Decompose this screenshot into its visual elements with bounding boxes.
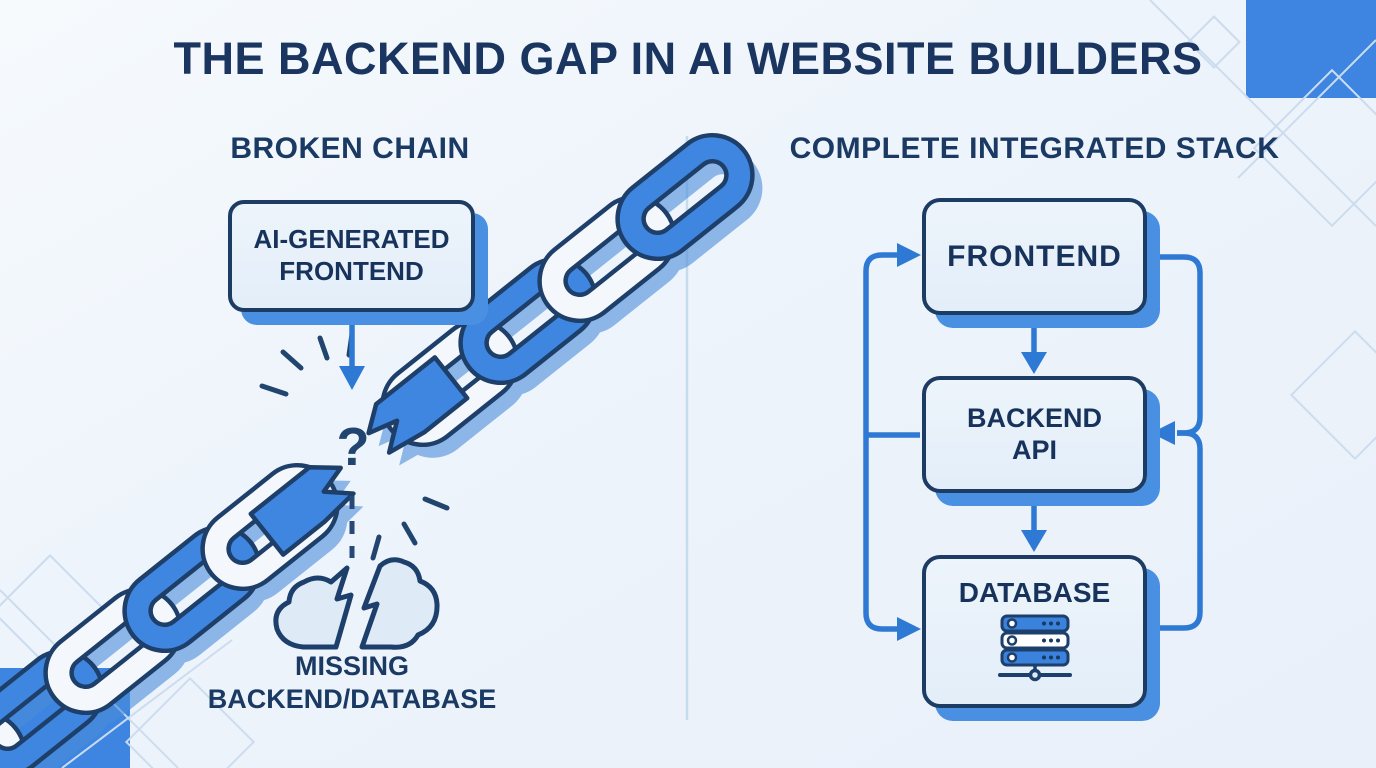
server-stack-icon xyxy=(997,614,1072,682)
burst-line xyxy=(317,335,330,361)
chain-link xyxy=(0,710,27,768)
server-dot xyxy=(1055,638,1060,643)
deco-line xyxy=(1237,39,1376,179)
frontend-node-label: FRONTEND xyxy=(947,239,1122,273)
arrow-head-right-frontend xyxy=(897,243,921,267)
backend-api-label: BACKEND API xyxy=(967,403,1102,467)
chain-torn-end-upper xyxy=(366,355,470,455)
server-dot xyxy=(1048,638,1053,643)
ai-generated-frontend-box: AI-GENERATED FRONTEND xyxy=(228,200,475,312)
stack-flow-lines xyxy=(863,243,1203,641)
caption-line: BACKEND/DATABASE xyxy=(207,684,497,715)
left-loop-line xyxy=(863,252,899,632)
database-node: DATABASE xyxy=(922,555,1147,708)
server-led xyxy=(1006,652,1017,663)
left-panel-heading: BROKEN CHAIN xyxy=(230,132,470,165)
server-dot xyxy=(1041,638,1046,643)
label-line: BACKEND xyxy=(967,402,1102,433)
arrow-head-down xyxy=(339,366,365,390)
deco-diamond xyxy=(1187,15,1241,69)
server-bar xyxy=(1000,614,1069,633)
server-bar xyxy=(1000,631,1069,650)
frontend-node: FRONTEND xyxy=(922,198,1147,315)
cloud-left-half xyxy=(273,565,354,650)
burst-line xyxy=(422,496,450,511)
chain-torn-end-lower xyxy=(248,464,356,557)
deco-line xyxy=(61,639,233,768)
server-dot xyxy=(1055,621,1060,626)
deco-diamond xyxy=(1252,68,1376,228)
label-line: AI-GENERATED xyxy=(253,224,450,255)
server-node-circle xyxy=(1028,668,1041,682)
broken-cloud-icon xyxy=(273,557,440,650)
burst-line xyxy=(401,521,418,546)
server-dot xyxy=(1048,621,1053,626)
caption-line: MISSING xyxy=(294,651,409,681)
question-mark-symbol: ? xyxy=(336,417,370,477)
server-dot xyxy=(1041,655,1046,660)
label-line: API xyxy=(1011,434,1057,465)
chain-link xyxy=(615,132,755,262)
right-panel-heading: COMPLETE INTEGRATED STACK xyxy=(789,132,1280,165)
database-node-label: DATABASE xyxy=(958,577,1111,608)
label-line: FRONTEND xyxy=(279,256,424,286)
server-led xyxy=(1006,618,1017,629)
burst-line xyxy=(259,383,289,397)
burst-line xyxy=(280,349,304,371)
server-dot xyxy=(1048,655,1053,660)
chain-links-group xyxy=(0,132,755,768)
deco-diamond xyxy=(124,676,256,768)
cloud-right-half xyxy=(359,557,440,650)
arrow-head-left-backend xyxy=(1151,421,1175,445)
ai-generated-frontend-label: AI-GENERATED FRONTEND xyxy=(254,224,450,287)
deco-diamond xyxy=(1289,329,1376,461)
broken-chain-illustration xyxy=(0,132,763,768)
burst-line xyxy=(370,534,382,561)
arrow-head-down xyxy=(1021,352,1047,374)
arrow-head-down xyxy=(1021,530,1047,552)
backend-api-node: BACKEND API xyxy=(922,376,1147,493)
missing-backend-caption: MISSING BACKEND/DATABASE xyxy=(197,650,507,717)
server-dot xyxy=(1041,621,1046,626)
page-title: THE BACKEND GAP IN AI WEBSITE BUILDERS xyxy=(173,33,1203,84)
arrow-head-right-database xyxy=(897,617,921,641)
right-loop-upper-line xyxy=(1147,254,1203,436)
frontend-to-break-arrow xyxy=(339,316,365,390)
server-led xyxy=(1006,635,1017,646)
right-loop-lower-line xyxy=(1147,430,1203,631)
deco-line xyxy=(1149,0,1376,227)
server-dot xyxy=(1055,655,1060,660)
corner-square-top-right xyxy=(1246,0,1376,98)
